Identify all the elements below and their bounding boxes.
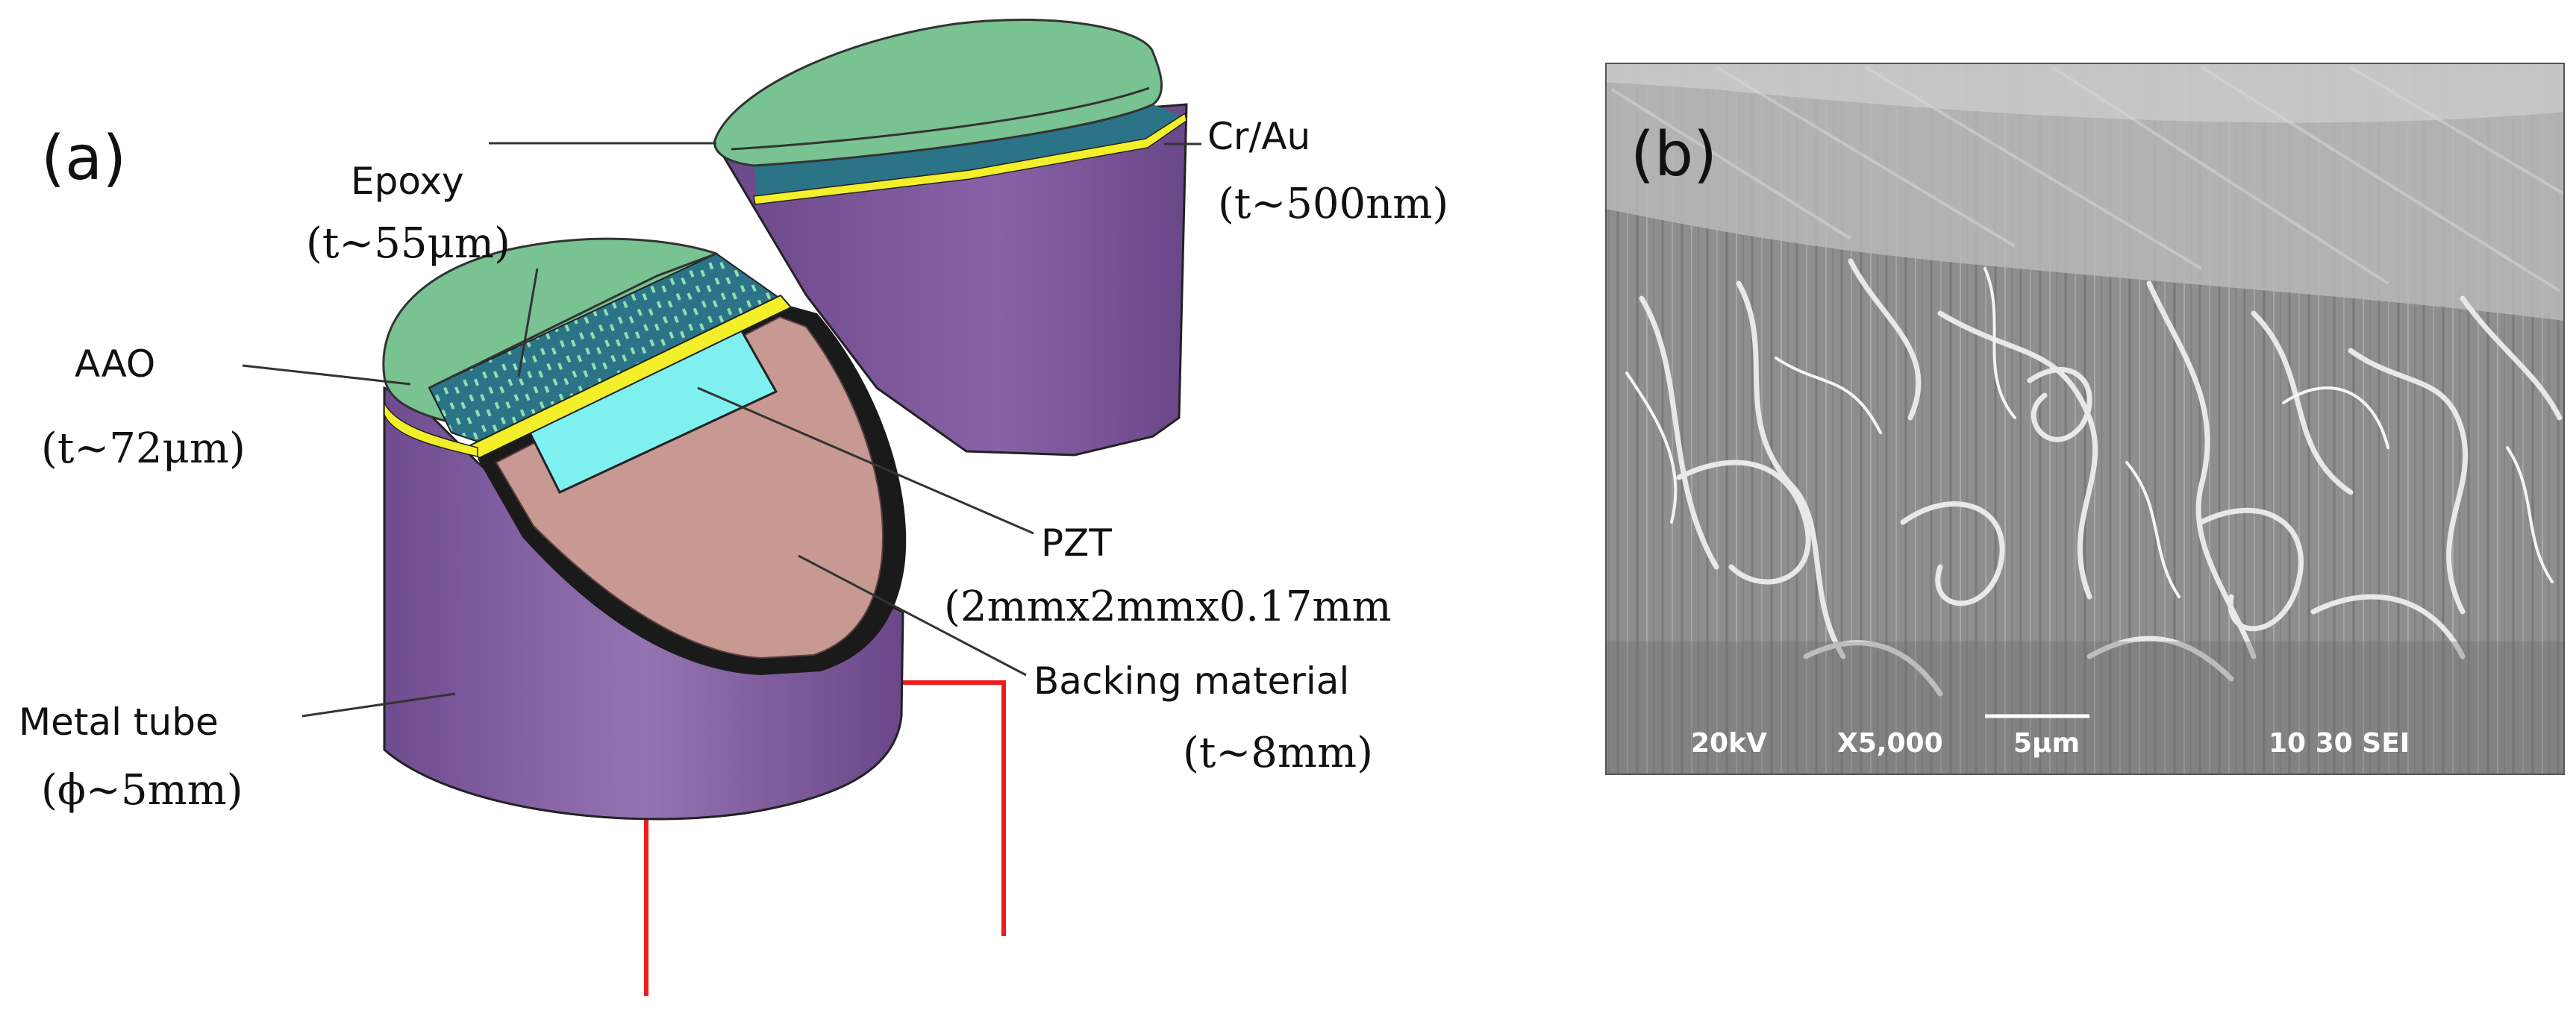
upper-gold-layer bbox=[753, 112, 1187, 205]
sem-scale-label: 5μm bbox=[2013, 728, 2080, 759]
sem-nanowires-fine bbox=[1625, 267, 2554, 598]
leader-lines bbox=[242, 142, 1201, 718]
panel-a: (a) bbox=[19, 18, 1448, 996]
label-pzt: PZT bbox=[1041, 521, 1112, 565]
sem-magnification: X5,000 bbox=[1837, 728, 1943, 759]
sem-code: 10 30 SEI bbox=[2269, 728, 2410, 759]
leader-aao bbox=[242, 364, 411, 386]
label-backing-thickness: (t~8mm) bbox=[1183, 729, 1373, 777]
sem-image: 20kV X5,000 5μm 10 30 SEI bbox=[1606, 63, 2564, 774]
sem-top-highlight bbox=[1606, 63, 2564, 123]
upper-teal-layer bbox=[754, 104, 1185, 200]
panel-b: 20kV X5,000 5μm 10 30 SEI (b) bbox=[1605, 63, 2565, 775]
label-cr-au-thickness: (t~500nm) bbox=[1218, 180, 1448, 228]
label-epoxy-thickness: (t~55μm) bbox=[306, 219, 510, 268]
leader-epoxy-lower bbox=[517, 268, 539, 377]
backing-material bbox=[495, 316, 884, 659]
lower-face-inner-edge bbox=[428, 252, 717, 389]
sem-nanowires bbox=[1639, 258, 2563, 697]
panel-b-letter: (b) bbox=[1631, 119, 1717, 190]
leader-backing bbox=[798, 554, 1027, 677]
sem-striations bbox=[1610, 66, 2564, 292]
sem-frame bbox=[1605, 63, 2565, 775]
upper-green-face bbox=[713, 18, 1163, 167]
panel-a-letter: (a) bbox=[41, 123, 126, 194]
leader-pzt bbox=[697, 386, 1034, 535]
label-metal-tube: Metal tube bbox=[19, 700, 219, 744]
sem-top-surface bbox=[1606, 63, 2564, 321]
label-aao-thickness: (t~72μm) bbox=[41, 424, 246, 473]
label-backing-material: Backing material bbox=[1034, 659, 1349, 703]
leader-metal-tube bbox=[301, 692, 456, 718]
label-metal-tube-diameter: (ϕ~5mm) bbox=[41, 766, 243, 815]
label-pzt-dimensions: (2mmx2mmx0.17mm bbox=[944, 583, 1392, 631]
label-cr-au: Cr/Au bbox=[1207, 115, 1310, 158]
lower-side-gold bbox=[384, 402, 478, 457]
upper-face-edge bbox=[731, 87, 1150, 151]
sem-voltage: 20kV bbox=[1691, 728, 1767, 759]
sem-lower-shade bbox=[1606, 642, 2564, 774]
wire-right bbox=[899, 680, 1006, 936]
label-epoxy: Epoxy bbox=[351, 160, 464, 203]
label-aao: AAO bbox=[75, 342, 155, 386]
